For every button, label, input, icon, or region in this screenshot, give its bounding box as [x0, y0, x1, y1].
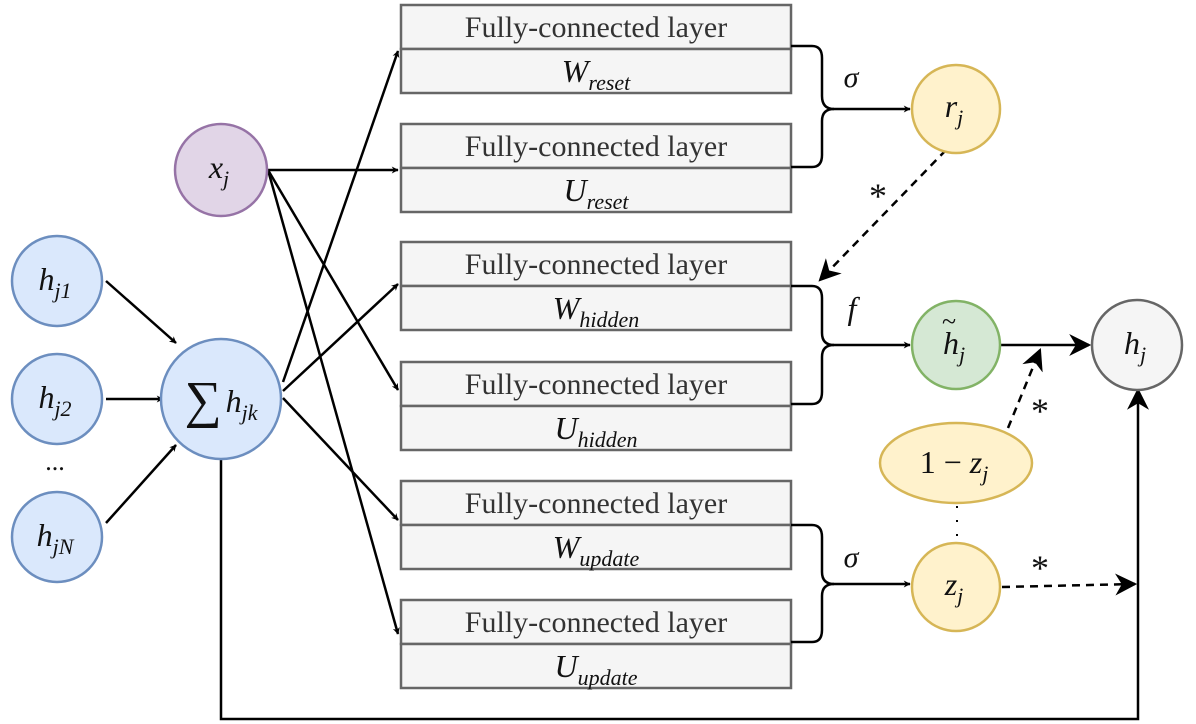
fc-layer-w-hidden: Fully-connected layer Whidden — [399, 240, 793, 332]
edge-rj-to-w-hidden — [818, 149, 947, 282]
svg-text:xj: xj — [208, 149, 229, 191]
mult-z-label: * — [1031, 548, 1049, 588]
fc-layer-weight-label: Ureset — [563, 172, 629, 214]
fc-layer-title: Fully-connected layer — [465, 368, 727, 401]
merge-hidden-lower — [791, 343, 835, 406]
mult-one-minus-z-label: * — [1031, 391, 1049, 431]
node-z-j: zj — [910, 541, 1002, 633]
node-sum-h-jk: ∑hjk — [159, 337, 283, 461]
fc-layer-w-update: Fully-connected layer Wupdate — [399, 479, 793, 571]
sigma-reset-label: σ — [844, 61, 860, 94]
edge-sum-to-w-update — [282, 397, 399, 521]
svg-text:hjN: hjN — [37, 517, 75, 559]
fc-layer-weight-label: Wupdate — [553, 529, 640, 571]
fc-layer-w-reset: Fully-connected layer Wreset — [399, 3, 793, 95]
node-one-minus-z-j: 1 − zj — [878, 421, 1034, 505]
edge-hjN-to-sum — [105, 444, 177, 524]
merge-update-lower — [791, 582, 835, 644]
nodes-ellipsis: ... — [45, 447, 65, 476]
fc-layer-title: Fully-connected layer — [465, 248, 727, 281]
output-edges — [219, 334, 1149, 721]
node-h-tilde-j: ~ hj — [910, 299, 1002, 391]
fc-layer-weight-label: Uupdate — [555, 648, 638, 690]
edge-zj-to-output — [1001, 573, 1138, 596]
merge-reset — [791, 44, 911, 113]
svg-text:~: ~ — [942, 307, 956, 336]
node-h-j-output: hj — [1090, 298, 1184, 392]
svg-text:zj: zj — [944, 566, 964, 608]
edge-one-minus-z-to-output — [1006, 347, 1043, 429]
edge-sum-to-w-reset — [281, 50, 400, 383]
fc-layer-weight-label: Whidden — [553, 290, 640, 332]
fc-layer-title: Fully-connected layer — [465, 487, 727, 520]
fc-layer-u-reset: Fully-connected layer Ureset — [399, 122, 793, 214]
fc-layer-title: Fully-connected layer — [465, 11, 727, 44]
edge-xj-to-u-update — [266, 169, 400, 635]
edge-hj1-to-sum — [105, 280, 177, 344]
fc-layer-weight-label: Uhidden — [555, 410, 638, 452]
fc-input-edges — [266, 50, 400, 635]
node-x-j: xj — [173, 122, 269, 218]
input-edges — [105, 280, 177, 524]
f-hidden-label: f — [848, 290, 861, 326]
fc-layer-u-update: Fully-connected layer Uupdate — [399, 598, 793, 690]
svg-text:∑hjk: ∑hjk — [185, 372, 259, 429]
fc-layer-title: Fully-connected layer — [465, 606, 727, 639]
svg-text:hj: hj — [1124, 325, 1146, 367]
fc-layer-title: Fully-connected layer — [465, 130, 727, 163]
node-r-j: rj — [910, 63, 1002, 155]
node-h-j1: hj1 — [10, 234, 104, 328]
merge-edges — [791, 44, 911, 644]
svg-text:hj1: hj1 — [38, 261, 71, 303]
edge-sum-to-w-hidden — [282, 283, 399, 392]
svg-text:hj: hj — [943, 325, 965, 367]
svg-text:rj: rj — [945, 88, 964, 130]
edge-sum-skip-to-hj — [219, 387, 1149, 721]
fc-layer-weight-label: Wreset — [562, 53, 631, 95]
svg-text:1 − zj: 1 − zj — [920, 444, 989, 486]
node-h-jN: hjN — [10, 490, 104, 584]
node-h-j2: hj2 — [10, 352, 104, 446]
sigma-update-label: σ — [844, 541, 860, 574]
svg-text:hj2: hj2 — [38, 379, 71, 421]
mult-reset-label: * — [869, 176, 887, 216]
merge-reset-lower — [791, 107, 835, 169]
edge-xj-to-u-hidden — [266, 169, 400, 391]
fc-layer-u-hidden: Fully-connected layer Uhidden — [399, 360, 793, 452]
dashed-edges — [818, 149, 1138, 596]
